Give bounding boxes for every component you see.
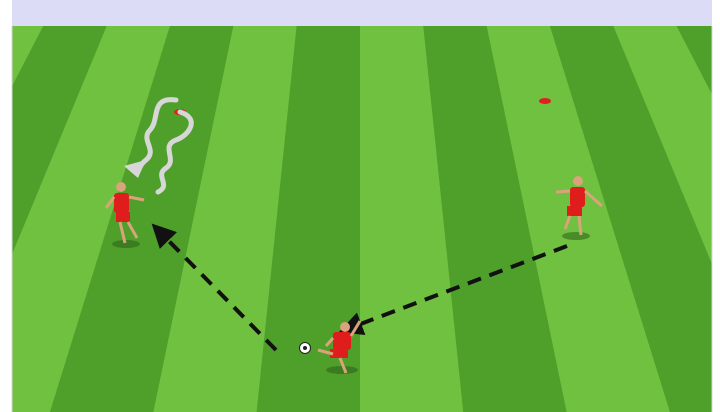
cone-icon <box>539 98 551 104</box>
grass-stripes <box>0 26 720 412</box>
sky-band <box>12 0 712 26</box>
pitch <box>0 26 720 412</box>
soccer-ball-icon <box>300 343 311 354</box>
